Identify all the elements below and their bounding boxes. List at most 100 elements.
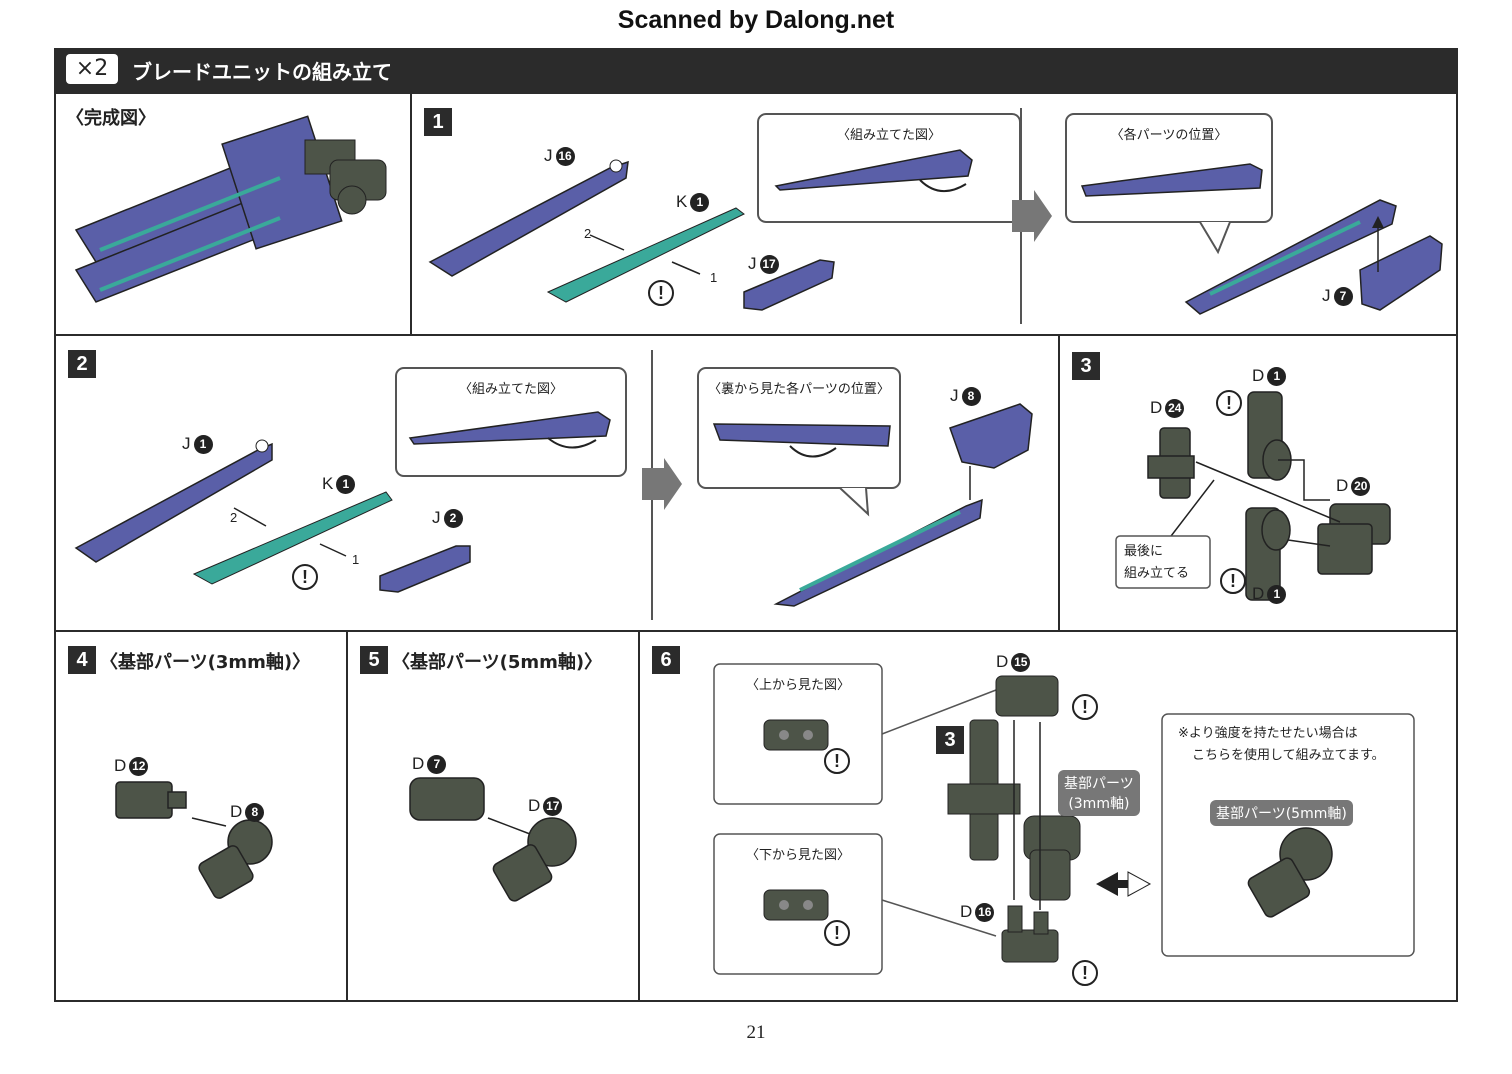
completed-blade-illustration — [74, 115, 387, 303]
label-letter: D — [1252, 584, 1265, 603]
step6-illustration — [713, 663, 1415, 975]
label-letter: J — [182, 434, 191, 453]
strength-note-line2: こちらを使用して組み立てます。 — [1192, 748, 1385, 763]
sub-step-number: 3 — [936, 726, 964, 754]
step4-illustration — [115, 781, 273, 899]
scan-credit: Scanned by Dalong.net — [617, 6, 895, 34]
step2-illustration — [74, 367, 1033, 607]
step1-number: 1 — [424, 108, 452, 136]
order-marker: 2 — [584, 226, 592, 241]
step1-positions-title-wrap: 〈各パーツの位置〉 — [1068, 124, 1270, 143]
label-number: 7 — [1333, 287, 1353, 306]
order-marker: 1 — [352, 552, 360, 567]
label-number: 7 — [427, 755, 447, 774]
label-number: 20 — [1351, 477, 1371, 496]
label-number: 16 — [975, 903, 995, 922]
order-marker: 2 — [230, 510, 238, 525]
step2-number: 2 — [68, 350, 96, 378]
completed-title: 〈完成図〉 — [66, 108, 156, 129]
label-letter: D — [412, 754, 425, 773]
top-view-title: 〈上から見た図〉 — [745, 678, 850, 693]
warning-icon: ! — [1072, 960, 1098, 986]
multiplier-badge: ×2 — [66, 54, 118, 84]
label-number: 1 — [193, 435, 213, 454]
step4-title: 〈基部パーツ(3mm軸)〉 — [100, 652, 311, 673]
strength-note-line1: ※より強度を持たせたい場合は — [1178, 726, 1358, 741]
step1-illustration — [428, 113, 1443, 315]
step2-assembled-title: 〈組み立てた図〉 — [458, 382, 563, 397]
step6-number: 6 — [652, 646, 680, 674]
label-number: 1 — [336, 475, 356, 494]
label-letter: D — [960, 902, 973, 921]
top-view-title-wrap: 〈上から見た図〉 — [714, 674, 882, 693]
warning-icon: ! — [824, 748, 850, 774]
step5-illustration — [409, 777, 577, 902]
label-number: 16 — [555, 147, 575, 166]
label-letter: J — [748, 254, 757, 273]
order-marker: 1 — [710, 270, 718, 285]
step5-title: 〈基部パーツ(5mm軸)〉 — [392, 652, 603, 673]
step2-back-title-wrap: 〈裏から見た各パーツの位置〉 — [700, 378, 898, 397]
label-letter: J — [1322, 286, 1331, 305]
label-letter: D — [1150, 398, 1163, 417]
label-number: 12 — [129, 757, 149, 776]
step2-back-positions-title: 〈裏から見た各パーツの位置〉 — [708, 382, 890, 397]
label-number: 2 — [443, 509, 463, 528]
base-3mm-line2: (3mm軸) — [1068, 796, 1130, 812]
panel-step6 — [638, 630, 1458, 1002]
label-letter: J — [544, 146, 553, 165]
label-letter: D — [996, 652, 1009, 671]
label-number: 17 — [543, 797, 563, 816]
assemble-last-note-line1: 最後に — [1124, 544, 1164, 559]
label-letter: K — [322, 474, 334, 493]
base-5mm-tag: 基部パーツ(5mm軸) — [1210, 800, 1353, 826]
step3-illustration — [1147, 391, 1391, 601]
warning-icon: ! — [1220, 568, 1246, 594]
label-letter: D — [1336, 476, 1349, 495]
step3-number: 3 — [1072, 352, 1100, 380]
label-number: 24 — [1165, 399, 1185, 418]
label-number: 1 — [1267, 585, 1287, 604]
label-number: 8 — [245, 803, 265, 822]
label-letter: J — [950, 386, 959, 405]
base-3mm-tag: 基部パーツ (3mm軸) — [1058, 770, 1140, 816]
label-letter: D — [230, 802, 243, 821]
label-number: 1 — [690, 193, 710, 212]
base-3mm-line1: 基部パーツ — [1064, 776, 1134, 792]
page-number: 21 — [746, 1022, 766, 1043]
section-header — [54, 48, 1458, 92]
assemble-last-note-line2: 組み立てる — [1124, 566, 1190, 581]
label-letter: D — [114, 756, 127, 775]
step4-number: 4 — [68, 646, 96, 674]
label-letter: J — [432, 508, 441, 527]
warning-icon: ! — [292, 564, 318, 590]
warning-icon: ! — [824, 920, 850, 946]
section-title: ブレードユニットの組み立て — [132, 60, 392, 84]
step1-assembled-title-wrap: 〈組み立てた図〉 — [760, 124, 1018, 143]
step1-positions-title: 〈各パーツの位置〉 — [1110, 128, 1228, 143]
step2-assembled-title-wrap: 〈組み立てた図〉 — [398, 378, 624, 397]
label-number: 8 — [961, 387, 981, 406]
label-number: 1 — [1267, 367, 1287, 386]
bottom-view-title-wrap: 〈下から見た図〉 — [714, 844, 882, 863]
bottom-view-title: 〈下から見た図〉 — [745, 848, 850, 863]
